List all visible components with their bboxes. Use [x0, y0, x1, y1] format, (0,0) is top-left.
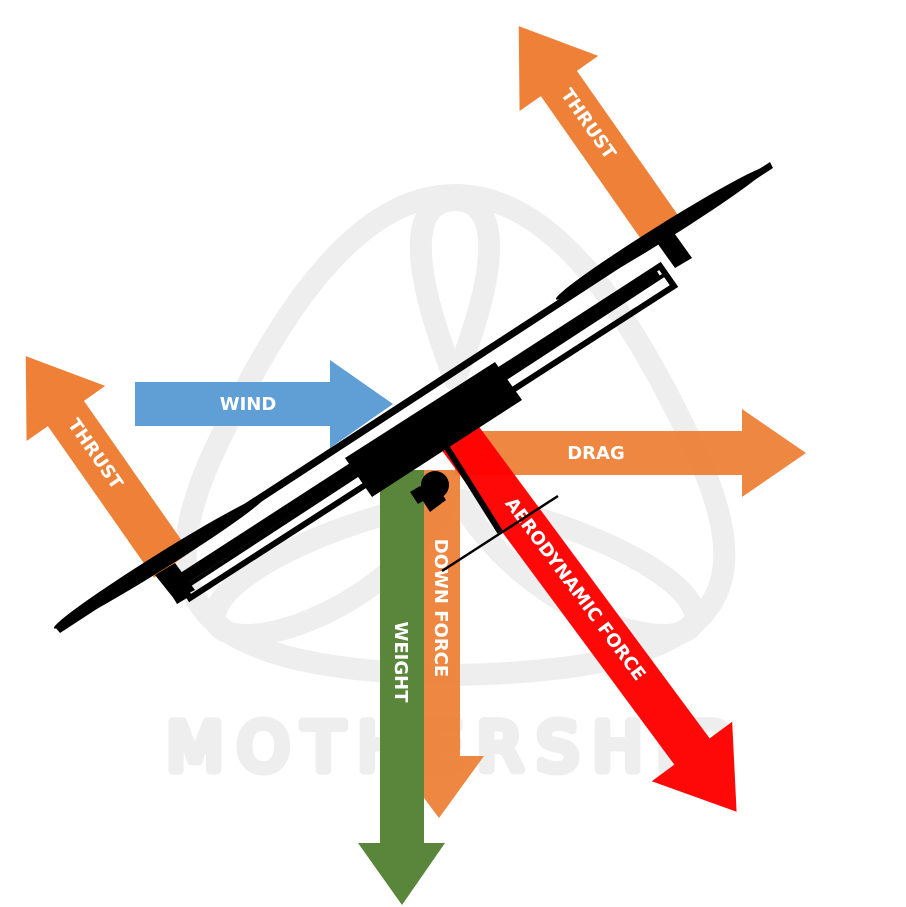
perpendicular-reference-line	[441, 494, 559, 573]
thrust-arrow-right-shape	[518, 26, 684, 248]
wind-arrow-shape	[135, 360, 393, 448]
weight-arrow-shape	[358, 470, 445, 905]
tilt-reference-line	[443, 444, 503, 534]
down-force-arrow-shape	[424, 470, 484, 818]
drag-label: DRAG	[567, 443, 625, 464]
watermark-petal-right	[449, 489, 707, 646]
down-force-label: DOWN FORCE	[430, 539, 451, 677]
aerodynamic-force-arrow-shape	[442, 424, 737, 812]
drag-arrow-shape	[455, 409, 806, 497]
propeller-right	[555, 166, 769, 300]
weight-label: WEIGHT	[390, 622, 411, 704]
arm-frame	[175, 261, 679, 603]
wind-label: WIND	[220, 394, 277, 415]
propeller-left	[53, 495, 267, 629]
watermark-petal-left	[203, 489, 461, 646]
camera-gimbal	[410, 471, 449, 512]
drag-arrow: DRAG	[455, 409, 806, 497]
weight-arrow: WEIGHT	[358, 470, 445, 905]
watermark-petal-top	[409, 188, 501, 391]
down-force-arrow: DOWN FORCE	[424, 470, 484, 818]
drone-body	[345, 362, 522, 497]
angle-indicator	[441, 444, 559, 573]
thrust-arrow-left-shape	[25, 356, 191, 578]
wind-arrow: WIND	[135, 360, 393, 448]
